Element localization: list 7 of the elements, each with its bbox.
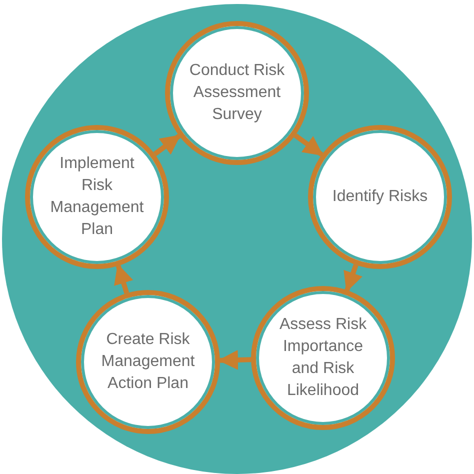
step-label: Assess Risk Importance and Risk Likelihood: [278, 315, 368, 401]
arrow: [153, 134, 181, 156]
step-label: Implement Risk Management Plan: [49, 154, 145, 240]
step-label: Identify Risks: [331, 187, 429, 207]
arrow: [294, 133, 324, 157]
step-label: Create Risk Management Action Plan: [100, 330, 196, 394]
step-label: Conduct Risk Assessment Survey: [188, 61, 286, 125]
